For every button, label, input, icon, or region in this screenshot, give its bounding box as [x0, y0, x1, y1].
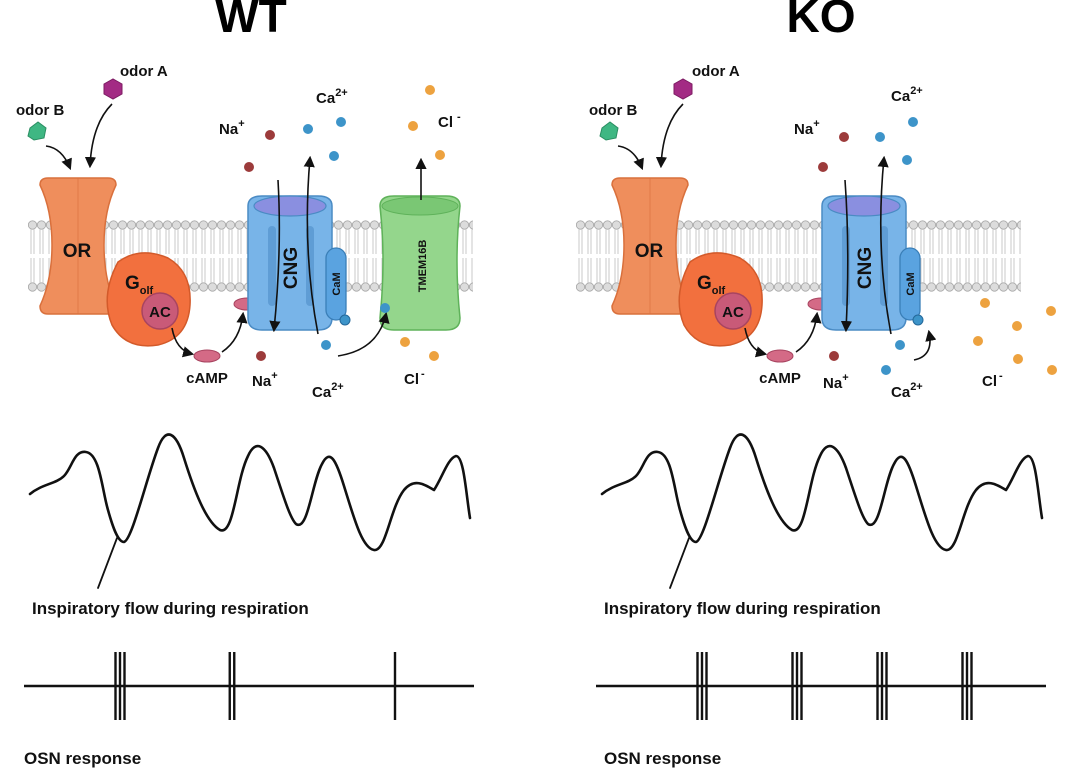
odorant-receptor: OR	[39, 177, 117, 315]
ca-label-bottom: Ca2+	[891, 381, 923, 401]
odor-a-molecule	[103, 78, 123, 100]
odor-b-molecule	[27, 121, 47, 141]
odor-a-arrow	[655, 103, 684, 169]
osn-caption: OSN response	[604, 749, 721, 768]
panel-title: KO	[787, 0, 856, 42]
na-influx-arrow	[840, 179, 853, 333]
golf-label: Golf	[125, 273, 154, 297]
sodium-ions	[244, 130, 275, 361]
cl-label-bottom: Cl-	[404, 368, 425, 388]
osn-caption: OSN response	[24, 749, 141, 768]
odor-a-label: odor A	[120, 63, 168, 80]
cam-label: CaM	[331, 272, 343, 295]
odor-b-arrow	[617, 145, 644, 171]
calcium-ions	[875, 117, 918, 375]
tmem16b-label: TMEM16B	[417, 240, 429, 293]
odor-b-label: odor B	[589, 102, 637, 119]
inspiratory-pointer-line	[97, 537, 118, 589]
ac-to-camp-arrow	[744, 327, 768, 358]
or-label: OR	[63, 241, 92, 262]
sodium-ions	[818, 132, 849, 361]
na-label-bottom: Na+	[823, 372, 849, 392]
panel-title: WT	[215, 0, 287, 42]
ca-to-tmem-arrow	[337, 311, 390, 357]
na-label-top: Na+	[219, 118, 245, 138]
flow-caption: Inspiratory flow during respiration	[604, 599, 881, 618]
tmem16b-channel: TMEM16B	[379, 195, 461, 331]
or-label: OR	[635, 241, 664, 262]
ca-influx-arrow	[877, 155, 892, 335]
odor-a-arrow	[84, 103, 113, 169]
camp-label: cAMP	[759, 370, 801, 387]
cng-channel: CNG	[247, 195, 333, 331]
camp-to-cng-arrow	[795, 311, 822, 353]
ac-label: AC	[722, 304, 744, 321]
cl-label-top: Cl-	[438, 111, 461, 131]
adenylyl-cyclase: AC	[714, 292, 752, 330]
odor-b-label: odor B	[16, 102, 64, 119]
odor-b-molecule	[599, 121, 619, 141]
respiration-trace	[28, 433, 472, 552]
ca-to-cam-arrow	[913, 329, 937, 361]
calcium-ions	[303, 117, 390, 350]
camp-label: cAMP	[186, 370, 228, 387]
respiration-trace	[600, 433, 1044, 552]
na-label-bottom: Na+	[252, 370, 278, 390]
ko-panel: KO OR Golf AC cAMP odor A odor B	[576, 0, 1057, 768]
calmodulin: CaM	[899, 247, 924, 326]
golf-label: Golf	[697, 273, 726, 297]
cng-label: CNG	[281, 247, 302, 289]
na-label-top: Na+	[794, 118, 820, 138]
odor-b-arrow	[45, 145, 72, 171]
ca-label-top: Ca2+	[316, 87, 348, 107]
cng-channel: CNG	[821, 195, 907, 331]
ca-label-top: Ca2+	[891, 85, 923, 105]
flow-caption: Inspiratory flow during respiration	[32, 599, 309, 618]
chloride-ions	[973, 298, 1057, 375]
inspiratory-pointer-line	[669, 537, 690, 589]
ac-label: AC	[149, 304, 171, 321]
osn-spike-train	[696, 652, 973, 720]
camp-molecule	[193, 349, 221, 363]
chloride-ions	[400, 85, 445, 361]
camp-to-cng-arrow	[221, 311, 248, 353]
camp-molecule	[766, 349, 794, 363]
ac-to-camp-arrow	[171, 327, 195, 358]
odor-a-molecule	[673, 78, 693, 100]
wt-panel: WT OR Golf AC cAMP odor A	[16, 0, 474, 768]
odor-a-label: odor A	[692, 63, 740, 80]
osn-spike-train	[114, 652, 397, 720]
calmodulin: CaM	[325, 247, 351, 326]
cl-label-bottom: Cl-	[982, 370, 1003, 390]
cam-label: CaM	[905, 272, 917, 295]
ca-influx-arrow	[303, 155, 319, 335]
odorant-receptor: OR	[611, 177, 689, 315]
cng-label: CNG	[855, 247, 876, 289]
adenylyl-cyclase: AC	[141, 292, 179, 330]
ca-label-bottom: Ca2+	[312, 381, 344, 401]
na-influx-arrow	[269, 179, 281, 333]
